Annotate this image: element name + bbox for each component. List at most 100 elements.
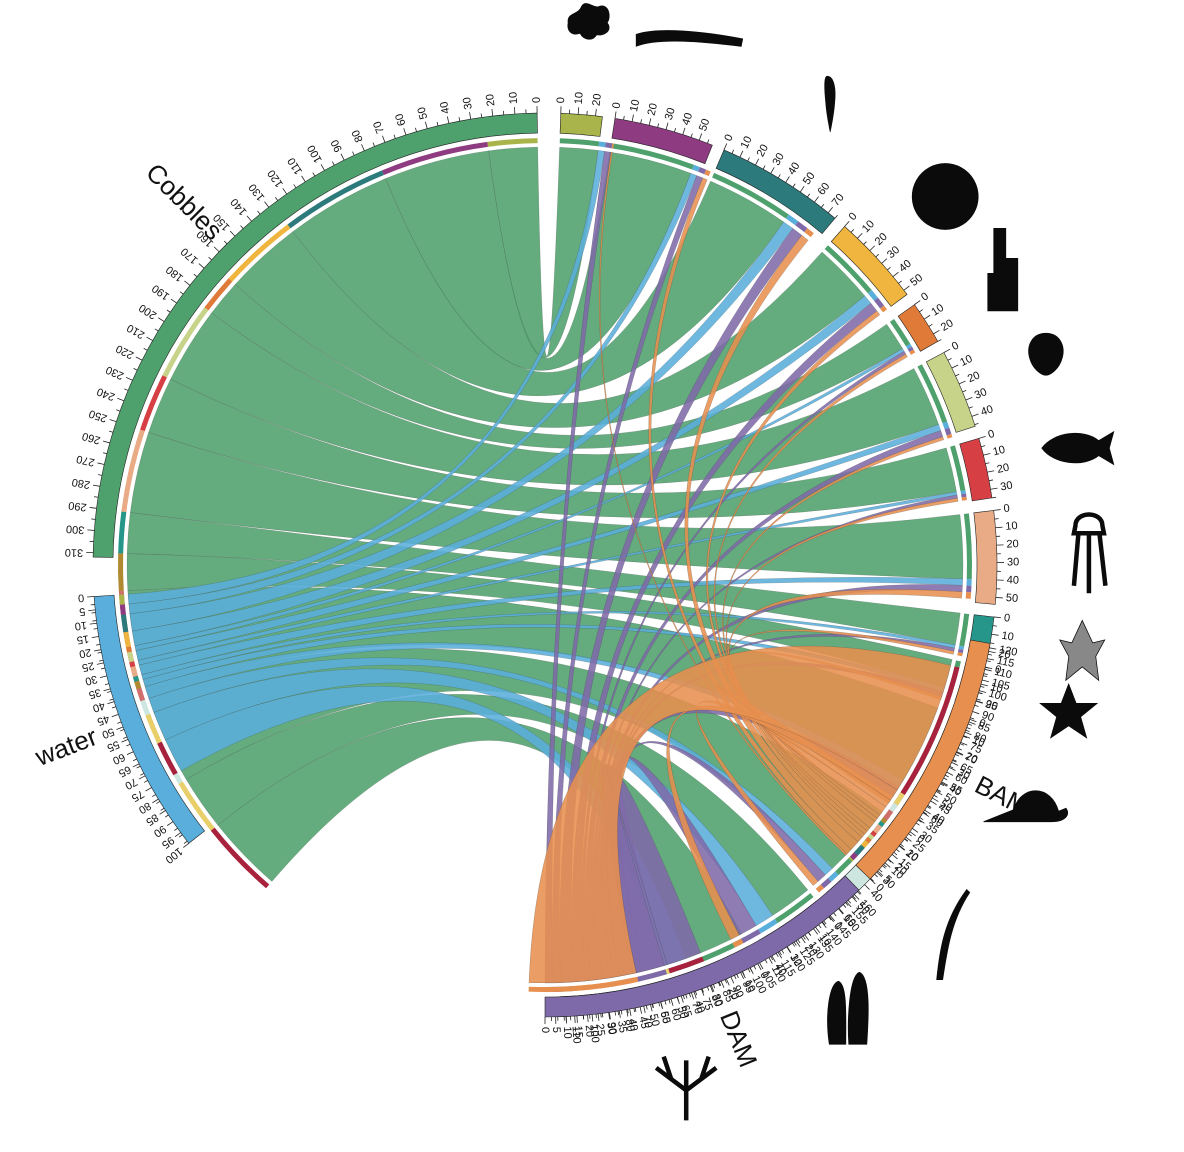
target-subarc-ctenophore-dam [957,648,964,654]
source-subarc-bam-jellyfish [873,824,883,834]
tick-water-78 [151,794,156,797]
tick-flagellate-10 [951,364,959,369]
tick-copepod-55 [807,193,811,198]
source-subarc-bam-copepod [854,844,865,856]
tick-water-65 [132,763,140,768]
tick-red-alga-45 [685,994,688,999]
tick-copepod-20 [755,158,760,166]
tick-label-cobbles-110: 110 [286,155,305,176]
tick-bam-12 [887,859,892,863]
tick-nemertean-20 [648,118,652,126]
tick-diatom-15 [863,241,867,245]
tick-dam-55 [660,1001,663,1009]
sector-amoeba [559,112,603,137]
tick-water-50 [116,726,124,730]
tick-label-bam-100: 100 [987,688,1008,705]
tick-dam-85 [720,981,725,988]
tick-label-cobbles-270: 270 [75,452,96,468]
tick-flagellate-45 [974,422,979,425]
tick-dam-105 [759,962,764,970]
chord-bam-diatom [706,310,881,843]
target-subarc-red-alga-bam [528,976,639,993]
target-subarc-tunicate-cobbles [774,893,814,924]
tick-flagellate-20 [958,380,966,385]
tick-cobbles-185 [179,291,184,295]
source-subarc-water-ctenophore [132,675,140,682]
tick-bam-90 [972,711,980,715]
tick-bam-87 [970,717,975,720]
tick-copepod-15 [747,157,750,162]
tick-red-alga-35 [701,988,704,993]
tick-label-jellyfish-50: 50 [1005,592,1018,605]
tick-label-bam-50: 50 [942,791,959,808]
tick-bam-110 [984,668,992,672]
tick-label-flagellate-40: 40 [979,403,995,418]
tick-label-water-5: 5 [79,605,86,618]
tick-dam-132 [807,932,811,936]
tick-dam-138 [818,924,822,929]
tick-label-cobbles-300: 300 [66,522,85,535]
tick-label-bam-70: 70 [963,751,979,767]
tick-bam-15 [891,854,898,860]
tick-water-100 [183,842,190,848]
tick-flagellate-5 [947,358,952,361]
tick-label-amoeba-20: 20 [591,93,604,107]
tick-bam-65 [951,761,959,766]
tick-label-diatom-40: 40 [897,258,914,275]
tick-cobbles-90 [340,153,345,161]
tick-dam-63 [676,997,679,1002]
tick-label-bam-40: 40 [930,811,947,828]
chord-water-copepod [129,221,794,632]
tick-water-36 [107,691,112,693]
sector-dam [544,875,860,1018]
tick-dam-95 [740,972,745,979]
tick-copepod-40 [785,176,790,183]
target-subarc-ctenophore-water [958,645,965,650]
tick-label-bam-120: 120 [998,644,1018,659]
tick-label-red-alga-30: 30 [708,993,724,1009]
tick-label-ctenophore-20: 20 [997,647,1011,661]
tick-nemertean-10 [631,114,634,122]
tick-cobbles-145 [240,225,244,229]
source-subarc-bam-red-alga [900,666,960,795]
tick-fish-0 [978,435,986,439]
tick-dam-66 [682,995,685,1000]
chord-water-amoeba [127,150,605,605]
tick-water-80 [152,798,159,804]
tick-label-red-alga-70: 70 [640,1015,654,1030]
tick-kelp-45 [858,890,862,894]
tick-label-fish-10: 10 [992,444,1007,459]
tick-label-water-70: 70 [123,775,139,791]
chord-water-red-alga [165,685,687,966]
tick-water-95 [174,832,181,838]
tick-label-cobbles-310: 310 [65,546,84,558]
tick-bam-45 [930,800,937,805]
tick-cobbles-25 [480,113,483,118]
tick-label-flagellate-20: 20 [966,369,982,385]
tick-label-bam-20: 20 [903,847,920,864]
tick-cobbles-85 [352,151,355,156]
tick-nemertean-5 [623,115,625,120]
jellyfish-icon [1071,512,1108,594]
tick-seastar-5 [983,675,988,678]
tick-label-snail-20: 20 [963,750,979,766]
tick-water-5 [88,609,96,611]
source-subarc-bam-sponge [865,836,872,844]
source-subarc-cobbles-jellyfish [121,429,145,513]
tick-cobbles-255 [108,430,114,433]
tick-tunicate-0 [828,916,835,923]
tick-dam-30 [608,1012,611,1020]
tick-bam-93 [974,704,979,707]
tick-red-alga-85 [617,1010,620,1016]
target-subarc-nemertean-cobbles [610,143,694,170]
tick-snail-0 [969,718,977,723]
tick-label-cobbles-40: 40 [438,100,452,115]
tick-label-nemertean-30: 30 [663,106,678,121]
tick-label-cobbles-290: 290 [68,499,88,513]
tick-label-seastar-20: 20 [984,698,999,713]
tick-water-75 [145,787,152,792]
tick-nemertean-25 [657,123,660,128]
tick-label-snail-30: 30 [955,766,971,782]
tick-kelp-10 [899,845,906,851]
target-subarc-fish-cobbles [950,445,966,492]
